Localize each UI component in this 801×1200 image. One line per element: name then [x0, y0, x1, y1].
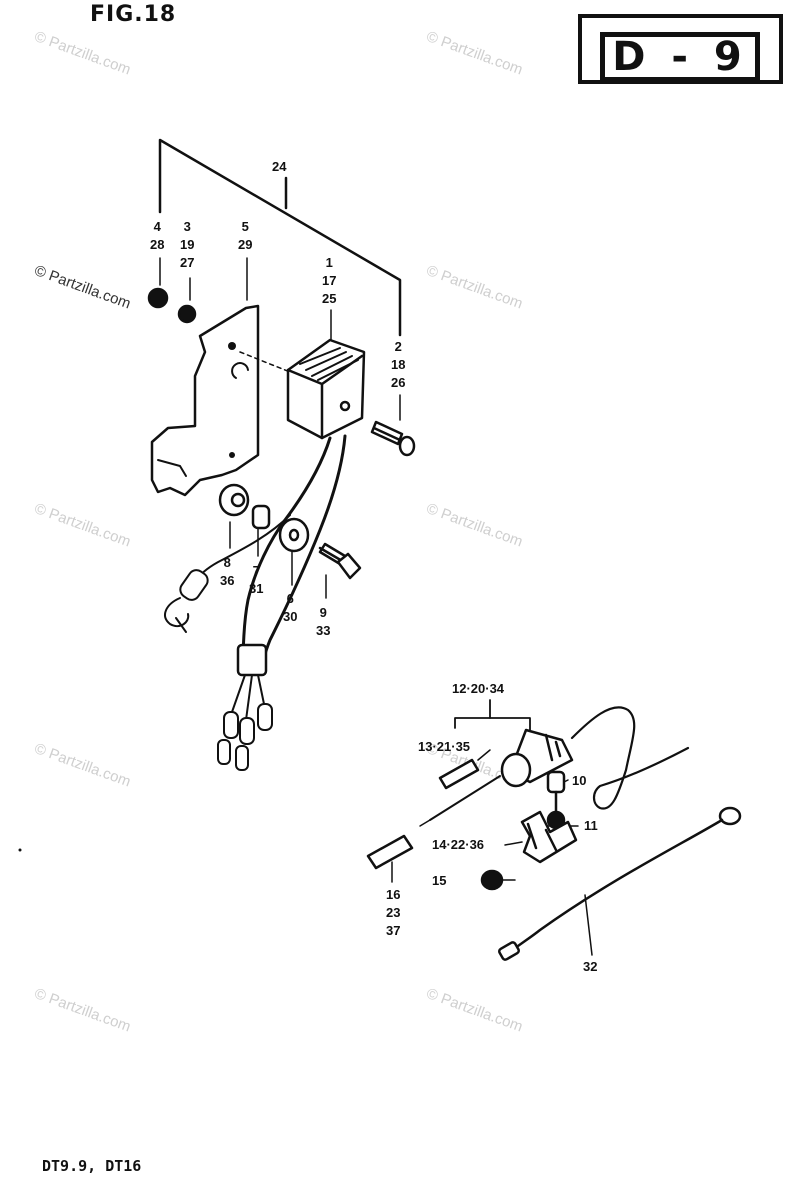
bolt-9 — [318, 542, 362, 580]
nut-15 — [480, 869, 504, 891]
group-bracket-12 — [454, 699, 531, 733]
screw-10 — [546, 770, 566, 814]
callout-number: 29 — [238, 237, 253, 252]
callout-number: 31 — [249, 581, 264, 596]
callout-number: 13·21·35 — [418, 739, 471, 754]
callout-number: 24 — [272, 159, 287, 174]
callout-32: 32 — [583, 958, 597, 976]
callout-number: 15 — [432, 873, 447, 888]
fuse-holder — [419, 706, 690, 827]
wire-harness — [241, 436, 332, 672]
callout-number: 8 — [223, 555, 231, 570]
callout-9: 9 33 — [316, 604, 330, 640]
callout-number: 4 — [153, 219, 161, 234]
cable-32 — [498, 806, 742, 961]
callout-number: 1 — [325, 255, 333, 270]
screw-2 — [370, 420, 416, 457]
mounting-plate — [150, 304, 260, 497]
clip-bracket-14 — [520, 810, 578, 864]
callout-24: 24 — [272, 158, 286, 176]
section-badge: D - 9 — [578, 14, 783, 84]
model-designation: DT9.9, DT16 — [42, 1157, 142, 1175]
group-bracket-24 — [158, 138, 402, 337]
callout-number: 3 — [183, 219, 191, 234]
collar-7 — [251, 504, 271, 530]
callout-3: 3 19 27 — [180, 218, 194, 272]
callout-7: 7 31 — [249, 562, 263, 598]
callout-14: 14·22·36 — [432, 836, 484, 854]
callout-number: 5 — [241, 219, 249, 234]
terminal-leads — [217, 674, 273, 771]
callout-number: 18 — [391, 357, 406, 372]
callout-number: 26 — [391, 375, 406, 390]
ground-lead — [164, 514, 291, 633]
callout-number: 28 — [150, 237, 165, 252]
nut-4 — [147, 287, 169, 309]
callout-number: 2 — [394, 339, 402, 354]
callout-number: 12·20·34 — [452, 681, 505, 696]
callout-number: 37 — [386, 923, 401, 938]
section-code: D - 9 — [600, 32, 760, 82]
callout-2: 2 18 26 — [391, 338, 405, 392]
callout-12: 12·20·34 — [452, 680, 504, 698]
figure-label: FIG.18 — [90, 2, 177, 27]
callout-number: 16 — [386, 887, 401, 902]
callout-11: 11 — [584, 817, 598, 835]
callout-number: 7 — [252, 563, 260, 578]
callout-10: 10 — [572, 772, 586, 790]
nut-3 — [177, 304, 197, 324]
callout-16: 16 23 37 — [386, 886, 400, 940]
washer-6 — [278, 517, 310, 553]
callout-number: 23 — [386, 905, 401, 920]
callout-number: 36 — [220, 573, 235, 588]
grommet-8 — [218, 483, 250, 517]
callout-1: 1 17 25 — [322, 254, 336, 308]
callout-4: 4 28 — [150, 218, 164, 254]
callout-number: 9 — [319, 605, 327, 620]
callout-6: 6 30 — [283, 590, 297, 626]
callout-8: 8 36 — [220, 554, 234, 590]
callout-number: 32 — [583, 959, 598, 974]
callout-13: 13·21·35 — [418, 738, 470, 756]
callout-number: 25 — [322, 291, 337, 306]
callout-number: 10 — [572, 773, 587, 788]
callout-number: 6 — [286, 591, 294, 606]
callout-number: 14·22·36 — [432, 837, 485, 852]
callout-number: 27 — [180, 255, 195, 270]
callout-number: 19 — [180, 237, 195, 252]
callout-number: 30 — [283, 609, 298, 624]
callout-number: 11 — [584, 818, 598, 833]
rectifier-unit — [286, 338, 366, 440]
callout-number: 33 — [316, 623, 331, 638]
fuse-13 — [438, 758, 480, 790]
spare-fuse-16 — [366, 834, 414, 870]
callout-5: 5 29 — [238, 218, 252, 254]
callout-number: 17 — [322, 273, 337, 288]
callout-15: 15 — [432, 872, 446, 890]
